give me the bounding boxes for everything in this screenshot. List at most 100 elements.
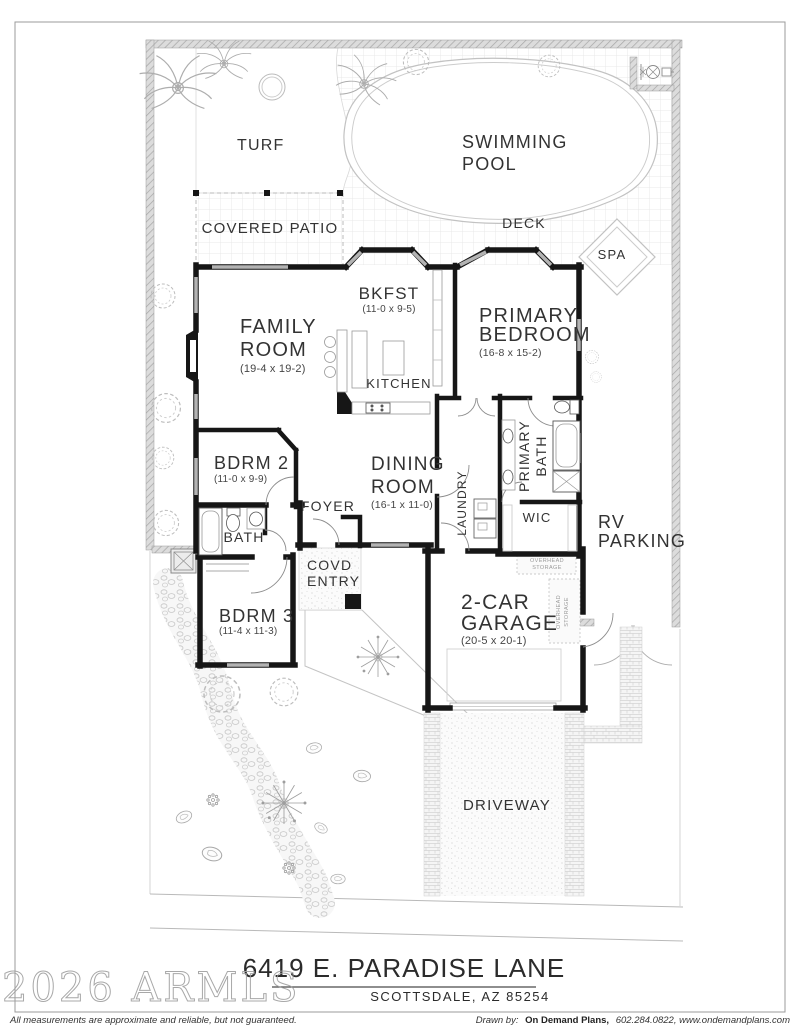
primary-bedroom-label: BEDROOM: [479, 324, 591, 346]
primary-double-door-swing: [476, 397, 496, 417]
dining-room-label: DINING: [371, 454, 445, 475]
fireplace: [186, 328, 198, 384]
toilet-icon: [226, 514, 240, 532]
spa-shape: [578, 218, 656, 296]
bdrm2-dims: (11-0 x 9-9): [214, 474, 267, 485]
sink-icon: [502, 428, 514, 444]
windows: [194, 250, 581, 667]
toilet-icon: [554, 400, 570, 414]
laundry-label: LAUNDRY: [455, 470, 469, 536]
foyer-label: FOYER: [301, 498, 355, 514]
kitchen-island: [382, 340, 405, 376]
bar-stool-icon: [324, 366, 336, 378]
turf-area: [195, 47, 352, 194]
bathtub-icon: [198, 507, 223, 556]
primary-bedroom-dims: (16-8 x 15-2): [479, 347, 542, 359]
gravel-path: [153, 568, 335, 918]
garage-label: 2-CAR: [461, 591, 530, 614]
family-room-dims: (19-4 x 19-2): [240, 363, 306, 375]
city-subtitle: SCOTTSDALE, AZ 85254: [370, 989, 550, 1004]
footer: All measurements are approximate and rel…: [9, 1015, 790, 1026]
lot-and-road-lines: [149, 551, 684, 942]
bath-label: BATH: [223, 529, 264, 545]
entry-door-swing: [312, 518, 340, 546]
closet-rod: [206, 563, 249, 572]
bdrm3-label: BDRM 3: [219, 606, 294, 626]
family-room-label: FAMILY: [240, 316, 317, 338]
bkfst-dims: (11-0 x 9-5): [362, 304, 415, 315]
drafting-contact: 602.284.0822, www.ondemandplans.com: [616, 1015, 790, 1026]
laundry-door-swing: [436, 464, 470, 498]
sheet-border: [14, 21, 786, 1013]
site-plan: [139, 39, 684, 942]
kitchen-label: KITCHEN: [366, 376, 431, 391]
address-title: 6419 E. PARADISE LANE: [243, 953, 566, 983]
overhead-storage-label: STORAGE: [564, 597, 570, 627]
sink-icon: [502, 469, 514, 485]
rv-parking-label: PARKING: [598, 531, 686, 551]
bathtub-icon: [552, 420, 581, 471]
driveway-area: [423, 626, 643, 897]
covd-entry-label: COVD: [307, 557, 352, 573]
house: [186, 246, 614, 713]
rv-door-swing: [582, 612, 614, 648]
overhead-storage-label: STORAGE: [532, 565, 562, 571]
ac-unit-pad: [170, 548, 197, 574]
toilet-room-door-swing: [527, 397, 557, 427]
garage-door-swing: [440, 522, 470, 552]
dining-room-dims: (16-1 x 11-0): [371, 499, 433, 511]
kitchen-fixtures: [324, 269, 443, 415]
boulder-icon: [261, 76, 283, 98]
boulder-icon: [258, 73, 286, 101]
title-block: 6419 E. PARADISE LANE SCOTTSDALE, AZ 852…: [243, 953, 566, 1004]
drawn-by-label: Drawn by:: [476, 1015, 519, 1026]
covered-patio-outline: [193, 190, 344, 265]
disclaimer-text: All measurements are approximate and rel…: [9, 1015, 297, 1026]
cooktop-icon: [365, 402, 391, 414]
bdrm2-label: BDRM 2: [214, 453, 289, 473]
overhead-storage-outline: [548, 578, 581, 644]
interior-walls: [193, 262, 584, 557]
bkfst-label: BKFST: [359, 284, 420, 303]
dining-room-label: ROOM: [371, 477, 435, 498]
bar-stool-icon: [324, 351, 336, 363]
bar-stool-icon: [324, 336, 336, 348]
deck-label: DECK: [502, 215, 546, 231]
rv-parking-label: RV: [598, 512, 625, 532]
drawn-by-text: Drawn by: On Demand Plans, 602.284.0822,…: [476, 1015, 790, 1026]
primary-bedroom-label: PRIMARY: [479, 305, 578, 327]
overhead-storage-label: OVERHEAD: [556, 595, 562, 629]
wic-shelves: [502, 504, 578, 552]
primary-bath-label: PRIMARY: [516, 420, 532, 492]
laundry-appliances: [473, 498, 497, 539]
hall-bath-fixtures: [198, 507, 266, 556]
overhead-storage-label: OVERHEAD: [530, 558, 564, 564]
labels: TURF SWIMMING POOL COVERED PATIO DECK SP…: [202, 132, 686, 814]
spa-label: SPA: [598, 247, 627, 262]
drafting-company: On Demand Plans,: [525, 1015, 609, 1026]
kitchen-island: [351, 330, 368, 389]
family-room-label: ROOM: [240, 339, 307, 361]
bdrm3-door-swing: [250, 556, 288, 594]
porch-column: [345, 594, 361, 609]
bdrm3-dims: (11-4 x 11-3): [219, 626, 277, 637]
pool-equipment-icon: [639, 64, 674, 80]
driveway-label: DRIVEWAY: [463, 797, 551, 814]
garage-apron: [446, 648, 562, 702]
bath-door-swing: [264, 529, 287, 552]
primary-bath-label: BATH: [533, 435, 549, 476]
bdrm2-door-swing: [265, 476, 295, 506]
turf-label: TURF: [237, 137, 284, 154]
sink-icon: [249, 511, 263, 527]
toilet-icon: [569, 399, 580, 415]
primary-bath-fixtures: [501, 399, 581, 493]
garage-label: GARAGE: [461, 612, 558, 635]
entry-walkway: [299, 609, 471, 717]
swimming-pool-label: SWIMMING: [462, 132, 568, 152]
door-swings: [250, 397, 614, 648]
armls-watermark: 2026 ARMLS: [2, 965, 300, 1011]
landscaping: [139, 40, 602, 885]
covered-patio-label: COVERED PATIO: [202, 220, 339, 237]
covd-entry-label: ENTRY: [307, 573, 360, 589]
